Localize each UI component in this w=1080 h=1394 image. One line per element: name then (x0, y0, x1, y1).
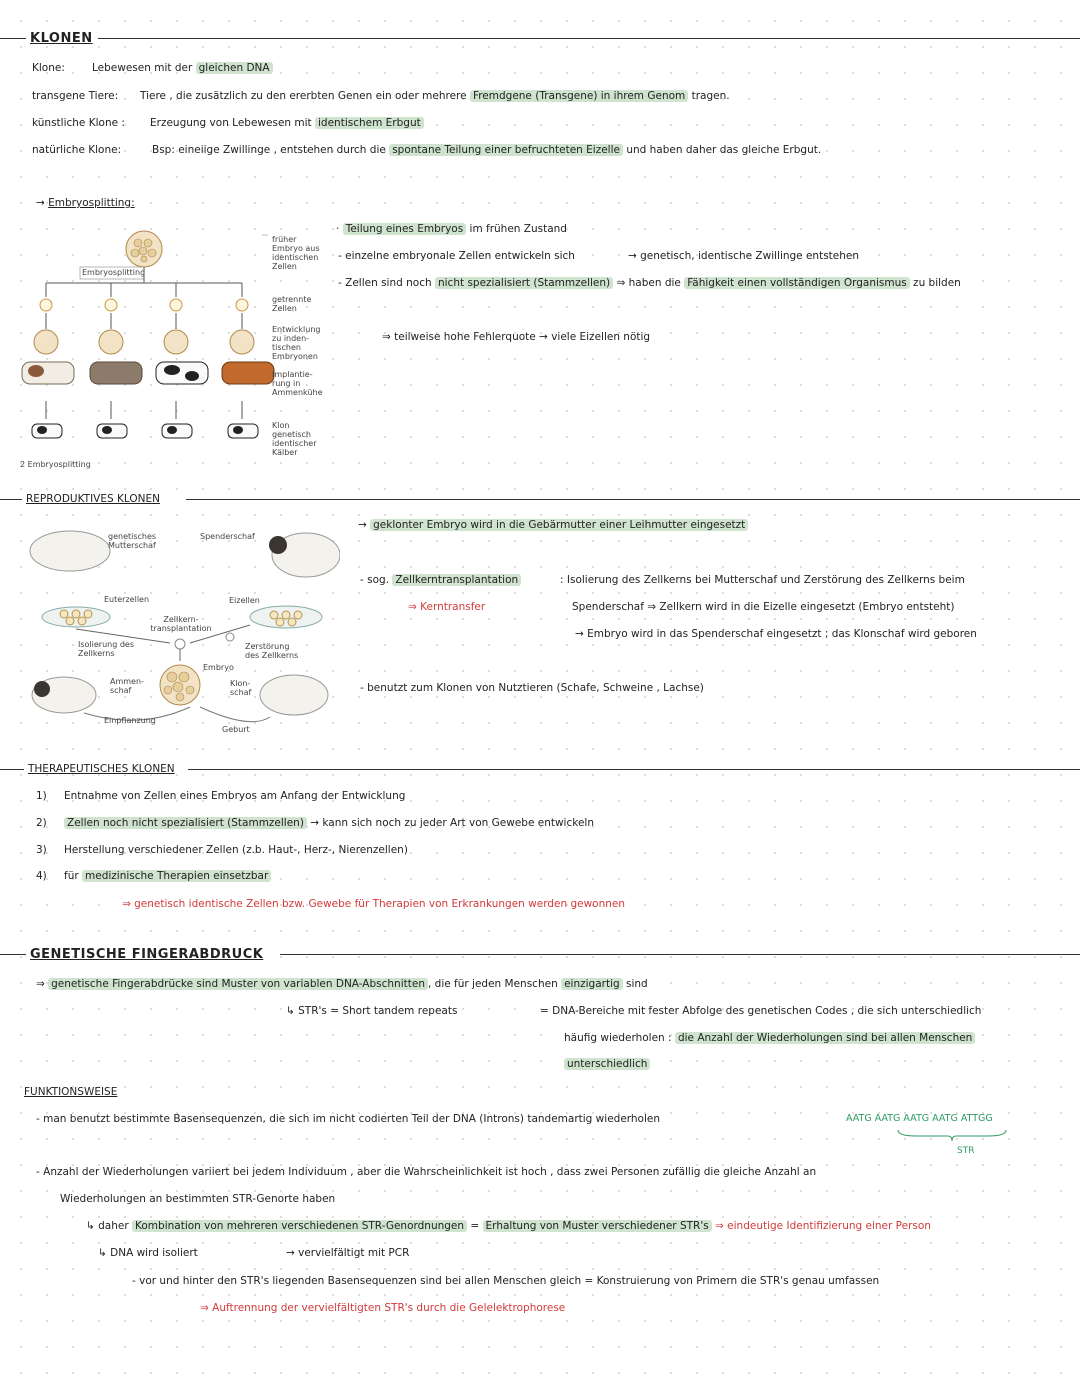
repro-text-3: → Embryo wird in das Spenderschaf einges… (575, 628, 977, 640)
funktion-line-2b: Wiederholungen an bestimmten STR-Genorte… (60, 1193, 336, 1205)
label-zerstoerung: Zerstörung des Zellkerns (245, 642, 299, 660)
label-geburt: Geburt (222, 725, 250, 734)
finger-str-def-2: häufig wiederholen : die Anzahl der Wied… (564, 1031, 976, 1045)
label-euterzellen: Euterzellen (104, 595, 150, 604)
thera-result: ⇒ genetisch identische Zellen bzw. Geweb… (122, 898, 626, 910)
funktion-sequence: AATG AATG AATG AATG ATTGG (846, 1113, 993, 1124)
funktion-line-4: ↳ DNA wird isoliert (98, 1247, 198, 1259)
thera-num-4: 4) (36, 870, 47, 882)
embryo-bullet-4: ⇒ teilweise hohe Fehlerquote → viele Eiz… (382, 331, 651, 343)
section-title-klonen: KLONEN (30, 31, 93, 46)
repro-text-1: : Isolierung des Zellkerns bei Muttersch… (560, 574, 965, 586)
repro-bullet-3: - benutzt zum Klonen von Nutztieren (Sch… (360, 682, 704, 694)
label-isolierung: Isolierung des Zellkerns (78, 640, 135, 658)
section-title-reproduktiv: REPRODUKTIVES KLONEN (26, 493, 160, 505)
kuenstliche-klone-definition: Erzeugung von Lebewesen mit identischem … (150, 116, 424, 130)
funktion-line-3: ↳ daher Kombination von mehreren verschi… (86, 1220, 931, 1232)
finger-str-def-1: = DNA-Bereiche mit fester Abfolge des ge… (540, 1005, 982, 1017)
finger-line-1: ⇒ genetische Fingerabdrücke sind Muster … (36, 978, 648, 990)
thera-step-3: Herstellung verschiedener Zellen (z.b. H… (64, 844, 408, 856)
repro-bullet-1: → geklonter Embryo wird in die Gebärmutt… (358, 518, 749, 532)
label-implantierung: Implantie-rung in Ammenkühe (272, 370, 323, 397)
funktion-line-5: - vor und hinter den STR's liegenden Bas… (132, 1275, 880, 1287)
thera-num-1: 1) (36, 790, 47, 802)
str-brace (897, 1129, 1007, 1142)
repro-kerntransfer: ⇒ Kerntransfer (408, 601, 486, 613)
finger-str: ↳ STR's = Short tandem repeats (286, 1005, 458, 1017)
label-frueher-embryo: früher Embryo aus identischen Zellen (272, 235, 320, 271)
thera-step-1: Entnahme von Zellen eines Embryos am Anf… (64, 790, 406, 802)
funktion-line-6: ⇒ Auftrennung der vervielfältigten STR's… (200, 1302, 566, 1314)
label-zellkerntransplantation: Zellkern-transplantation (150, 615, 212, 633)
natuerliche-klone-label: natürliche Klone: (32, 144, 122, 156)
label-klon: Klon genetisch identischer Kälber (272, 421, 317, 457)
embryo-bullet-2-arrow: → genetisch, identische Zwillinge entste… (628, 250, 860, 262)
section-title-finger: GENETISCHE FINGERABDRUCK (30, 947, 264, 962)
thera-num-2: 2) (36, 817, 47, 829)
funktion-sequence-label: STR (957, 1146, 975, 1156)
klone-label: Klone: (32, 62, 65, 74)
transgen-definition: Tiere , die zusätzlich zu den ererbten G… (140, 90, 730, 102)
reproduktiv-figure (29, 530, 340, 723)
embryosplitting-fig-label: Embryosplitting (82, 268, 146, 277)
funktion-line-2a: - Anzahl der Wiederholungen variiert bei… (36, 1166, 817, 1178)
label-embryo: Embryo (203, 663, 234, 672)
klone-definition: Lebewesen mit der gleichen DNA (92, 61, 273, 75)
embryosplitting-title: → Embryosplitting: (36, 197, 135, 209)
kuenstliche-klone-label: künstliche Klone : (32, 117, 125, 129)
label-eizellen: Eizellen (229, 596, 260, 605)
embryo-bullet-3: - Zellen sind noch nicht spezialisiert (… (338, 277, 961, 289)
transgen-label: transgene Tiere: (32, 90, 119, 102)
embryosplitting-caption: 2 Embryosplitting (20, 460, 91, 469)
label-entwicklung: Entwicklung zu inden-tischen Embryonen (272, 325, 321, 361)
label-getrennte-zellen: getrennte Zellen (272, 295, 312, 313)
thera-step-2: Zellen noch nicht spezialisiert (Stammze… (64, 816, 594, 830)
funktion-line-1: - man benutzt bestimmte Basensequenzen, … (36, 1113, 661, 1125)
label-ammenschaf: Ammen-schaf (110, 677, 144, 695)
repro-bullet-2-prefix: - sog. Zellkerntransplantation (360, 573, 522, 587)
section-title-therapeutisch: THERAPEUTISCHES KLONEN (28, 763, 175, 775)
natuerliche-klone-definition: Bsp: eineiige Zwillinge , entstehen durc… (152, 144, 822, 156)
embryosplitting-figure (21, 230, 275, 439)
label-klonschaf: Klon-schaf (230, 679, 252, 697)
section-title-funktion: FUNKTIONSWEISE (24, 1086, 118, 1098)
embryo-bullet-1: · Teilung eines Embryos im frühen Zustan… (336, 223, 567, 235)
funktion-line-4-tail: → vervielfältigt mit PCR (286, 1247, 410, 1259)
thera-num-3: 3) (36, 844, 47, 856)
embryo-bullet-2: - einzelne embryonale Zellen entwickeln … (338, 250, 575, 262)
label-spenderschaf: Spenderschaf (200, 532, 255, 541)
label-einpflanzung: Einpflanzung (104, 716, 156, 725)
repro-text-2: Spenderschaf ⇒ Zellkern wird in die Eize… (572, 601, 955, 613)
thera-step-4: für medizinische Therapien einsetzbar (64, 869, 272, 883)
finger-str-def-3: unterschiedlich (564, 1057, 651, 1071)
label-genetisches-mutterschaf: genetisches Mutterschaf (108, 532, 157, 550)
